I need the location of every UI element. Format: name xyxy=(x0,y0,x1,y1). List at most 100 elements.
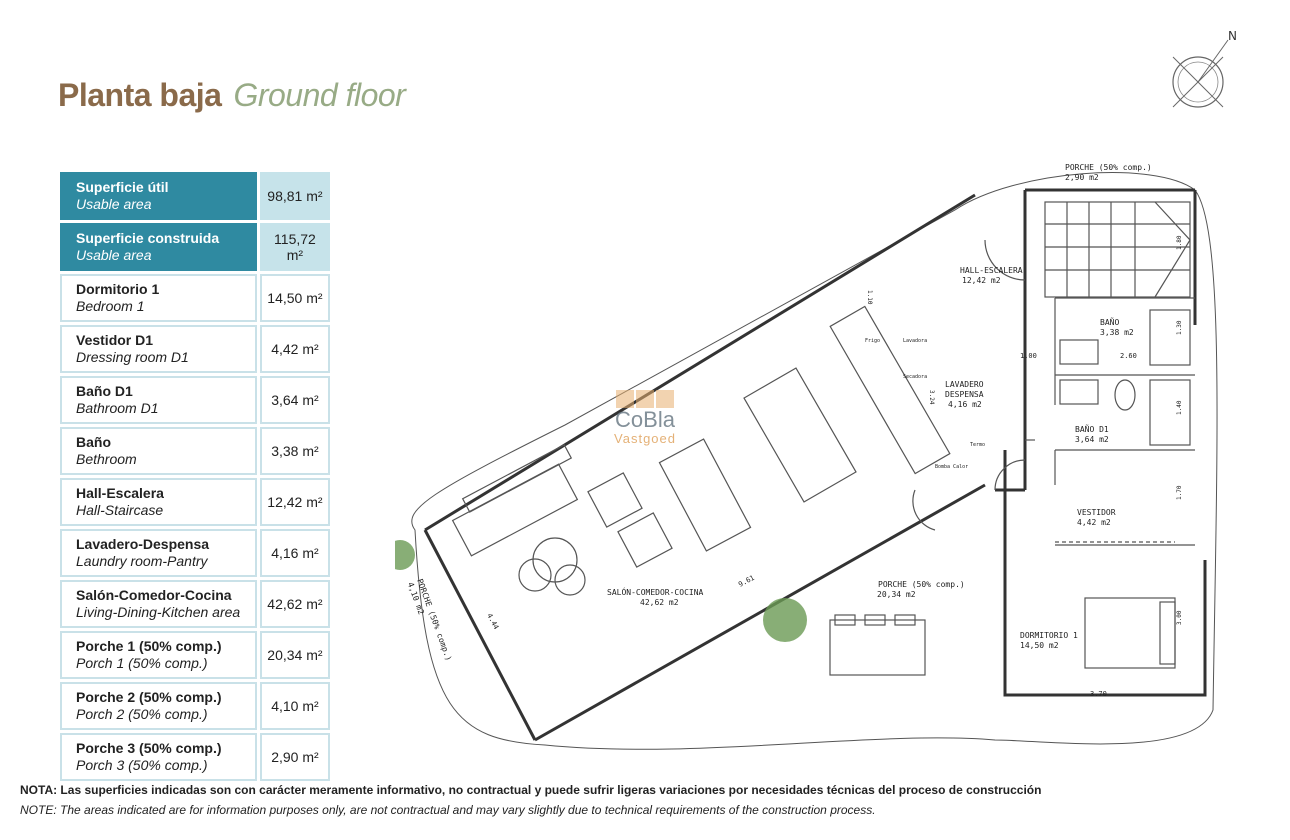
area-name-es: Vestidor D1 xyxy=(76,331,154,348)
area-value: 12,42 m² xyxy=(259,478,330,526)
dimension-label: 1.80 xyxy=(1176,235,1183,250)
area-name-es: Porche 3 (50% comp.) xyxy=(76,739,222,756)
room-area: 14,50 m2 xyxy=(1020,641,1059,650)
dimension-label: 2.60 xyxy=(1120,352,1137,360)
dimension-label: 1.00 xyxy=(1020,352,1037,360)
area-name-en: Porch 3 (50% comp.) xyxy=(76,756,208,773)
room-label: PORCHE (50% comp.) xyxy=(415,578,453,663)
area-name-en: Bathroom D1 xyxy=(76,399,159,416)
area-value: 98,81 m² xyxy=(259,172,330,220)
room-label: DESPENSA xyxy=(945,390,984,399)
area-name-es: Baño D1 xyxy=(76,382,133,399)
watermark-logo: CoBla Vastgoed xyxy=(606,390,684,445)
main-wall-left xyxy=(424,193,976,532)
area-value: 42,62 m² xyxy=(259,580,330,628)
area-label: Porche 3 (50% comp.)Porch 3 (50% comp.) xyxy=(60,733,257,781)
area-name-es: Salón-Comedor-Cocina xyxy=(76,586,232,603)
note-english: NOTE: The areas indicated are for inform… xyxy=(20,803,876,817)
area-name-en: Porch 1 (50% comp.) xyxy=(76,654,208,671)
watermark-name: CoBla xyxy=(615,407,675,432)
area-value: 3,64 m² xyxy=(259,376,330,424)
area-value: 4,42 m² xyxy=(259,325,330,373)
area-name-en: Living-Dining-Kitchen area xyxy=(76,603,241,620)
appliance-label: Lavadora xyxy=(903,338,927,344)
dimension-label: 4.44 xyxy=(485,612,500,631)
area-label: Porche 2 (50% comp.)Porch 2 (50% comp.) xyxy=(60,682,257,730)
dimension-label: 1.30 xyxy=(1176,320,1183,335)
area-value: 3,38 m² xyxy=(259,427,330,475)
title-spanish: Planta baja xyxy=(58,77,222,113)
title-english: Ground floor xyxy=(233,77,406,113)
area-name-es: Superficie útil xyxy=(76,178,169,195)
appliance-label: Secadora xyxy=(903,374,927,380)
area-name-en: Dressing room D1 xyxy=(76,348,189,365)
room-label: LAVADERO xyxy=(945,380,984,389)
room-area: 4,16 m2 xyxy=(948,400,982,409)
area-row: Porche 3 (50% comp.)Porch 3 (50% comp.)2… xyxy=(60,733,330,781)
area-name-en: Porch 2 (50% comp.) xyxy=(76,705,208,722)
plot-boundary xyxy=(411,172,1218,750)
area-name-en: Bethroom xyxy=(76,450,137,467)
floor-plan: PORCHE (50% comp.) 2,90 m2 HALL-ESCALERA… xyxy=(395,163,1218,750)
room-label: PORCHE (50% comp.) xyxy=(878,580,965,589)
area-name-es: Hall-Escalera xyxy=(76,484,164,501)
page-title: Planta baja Ground floor xyxy=(58,76,406,114)
area-name-en: Laundry room-Pantry xyxy=(76,552,208,569)
area-name-es: Superficie construida xyxy=(76,229,220,246)
tree-icon xyxy=(395,540,415,570)
room-area: 2,90 m2 xyxy=(1065,173,1099,182)
area-row: Porche 2 (50% comp.)Porch 2 (50% comp.)4… xyxy=(60,682,330,730)
compass-label: N xyxy=(1228,29,1237,43)
room-label: BAÑO xyxy=(1100,317,1119,327)
area-label: Porche 1 (50% comp.)Porch 1 (50% comp.) xyxy=(60,631,257,679)
dimension-label: 1.10 xyxy=(866,290,873,305)
room-label: HALL-ESCALERA xyxy=(960,266,1023,275)
area-value: 14,50 m² xyxy=(259,274,330,322)
area-name-en: Bedroom 1 xyxy=(76,297,145,314)
note-spanish: NOTA: Las superficies indicadas son con … xyxy=(20,783,1042,797)
appliance-label: Frigo xyxy=(865,338,880,344)
area-value: 4,10 m² xyxy=(259,682,330,730)
area-row: Porche 1 (50% comp.)Porch 1 (50% comp.)2… xyxy=(60,631,330,679)
room-area: 12,42 m2 xyxy=(962,276,1001,285)
area-value: 4,16 m² xyxy=(259,529,330,577)
room-area: 20,34 m2 xyxy=(877,590,916,599)
room-label: PORCHE (50% comp.) xyxy=(1065,163,1152,172)
dimension-label: 1.70 xyxy=(1176,485,1183,500)
dimension-label: 3.24 xyxy=(928,390,935,405)
area-value: 2,90 m² xyxy=(259,733,330,781)
area-value: 115,72 m² xyxy=(259,223,330,271)
room-area: 3,64 m2 xyxy=(1075,435,1109,444)
area-value: 20,34 m² xyxy=(259,631,330,679)
area-name-es: Baño xyxy=(76,433,111,450)
appliance-label: Bomba Calor xyxy=(935,464,968,470)
area-name-es: Porche 1 (50% comp.) xyxy=(76,637,222,654)
dimension-label: 3.00 xyxy=(1176,610,1183,625)
area-name-es: Lavadero-Despensa xyxy=(76,535,210,552)
room-area: 3,38 m2 xyxy=(1100,328,1134,337)
compass-icon: N xyxy=(1172,29,1237,108)
area-name-es: Porche 2 (50% comp.) xyxy=(76,688,222,705)
room-label: SALÓN-COMEDOR-COCINA xyxy=(607,586,704,597)
area-name-es: Dormitorio 1 xyxy=(76,280,160,297)
area-name-en: Usable area xyxy=(76,246,152,263)
area-name-en: Hall-Staircase xyxy=(76,501,164,518)
disclaimer: NOTA: Las superficies indicadas son con … xyxy=(20,783,1041,817)
